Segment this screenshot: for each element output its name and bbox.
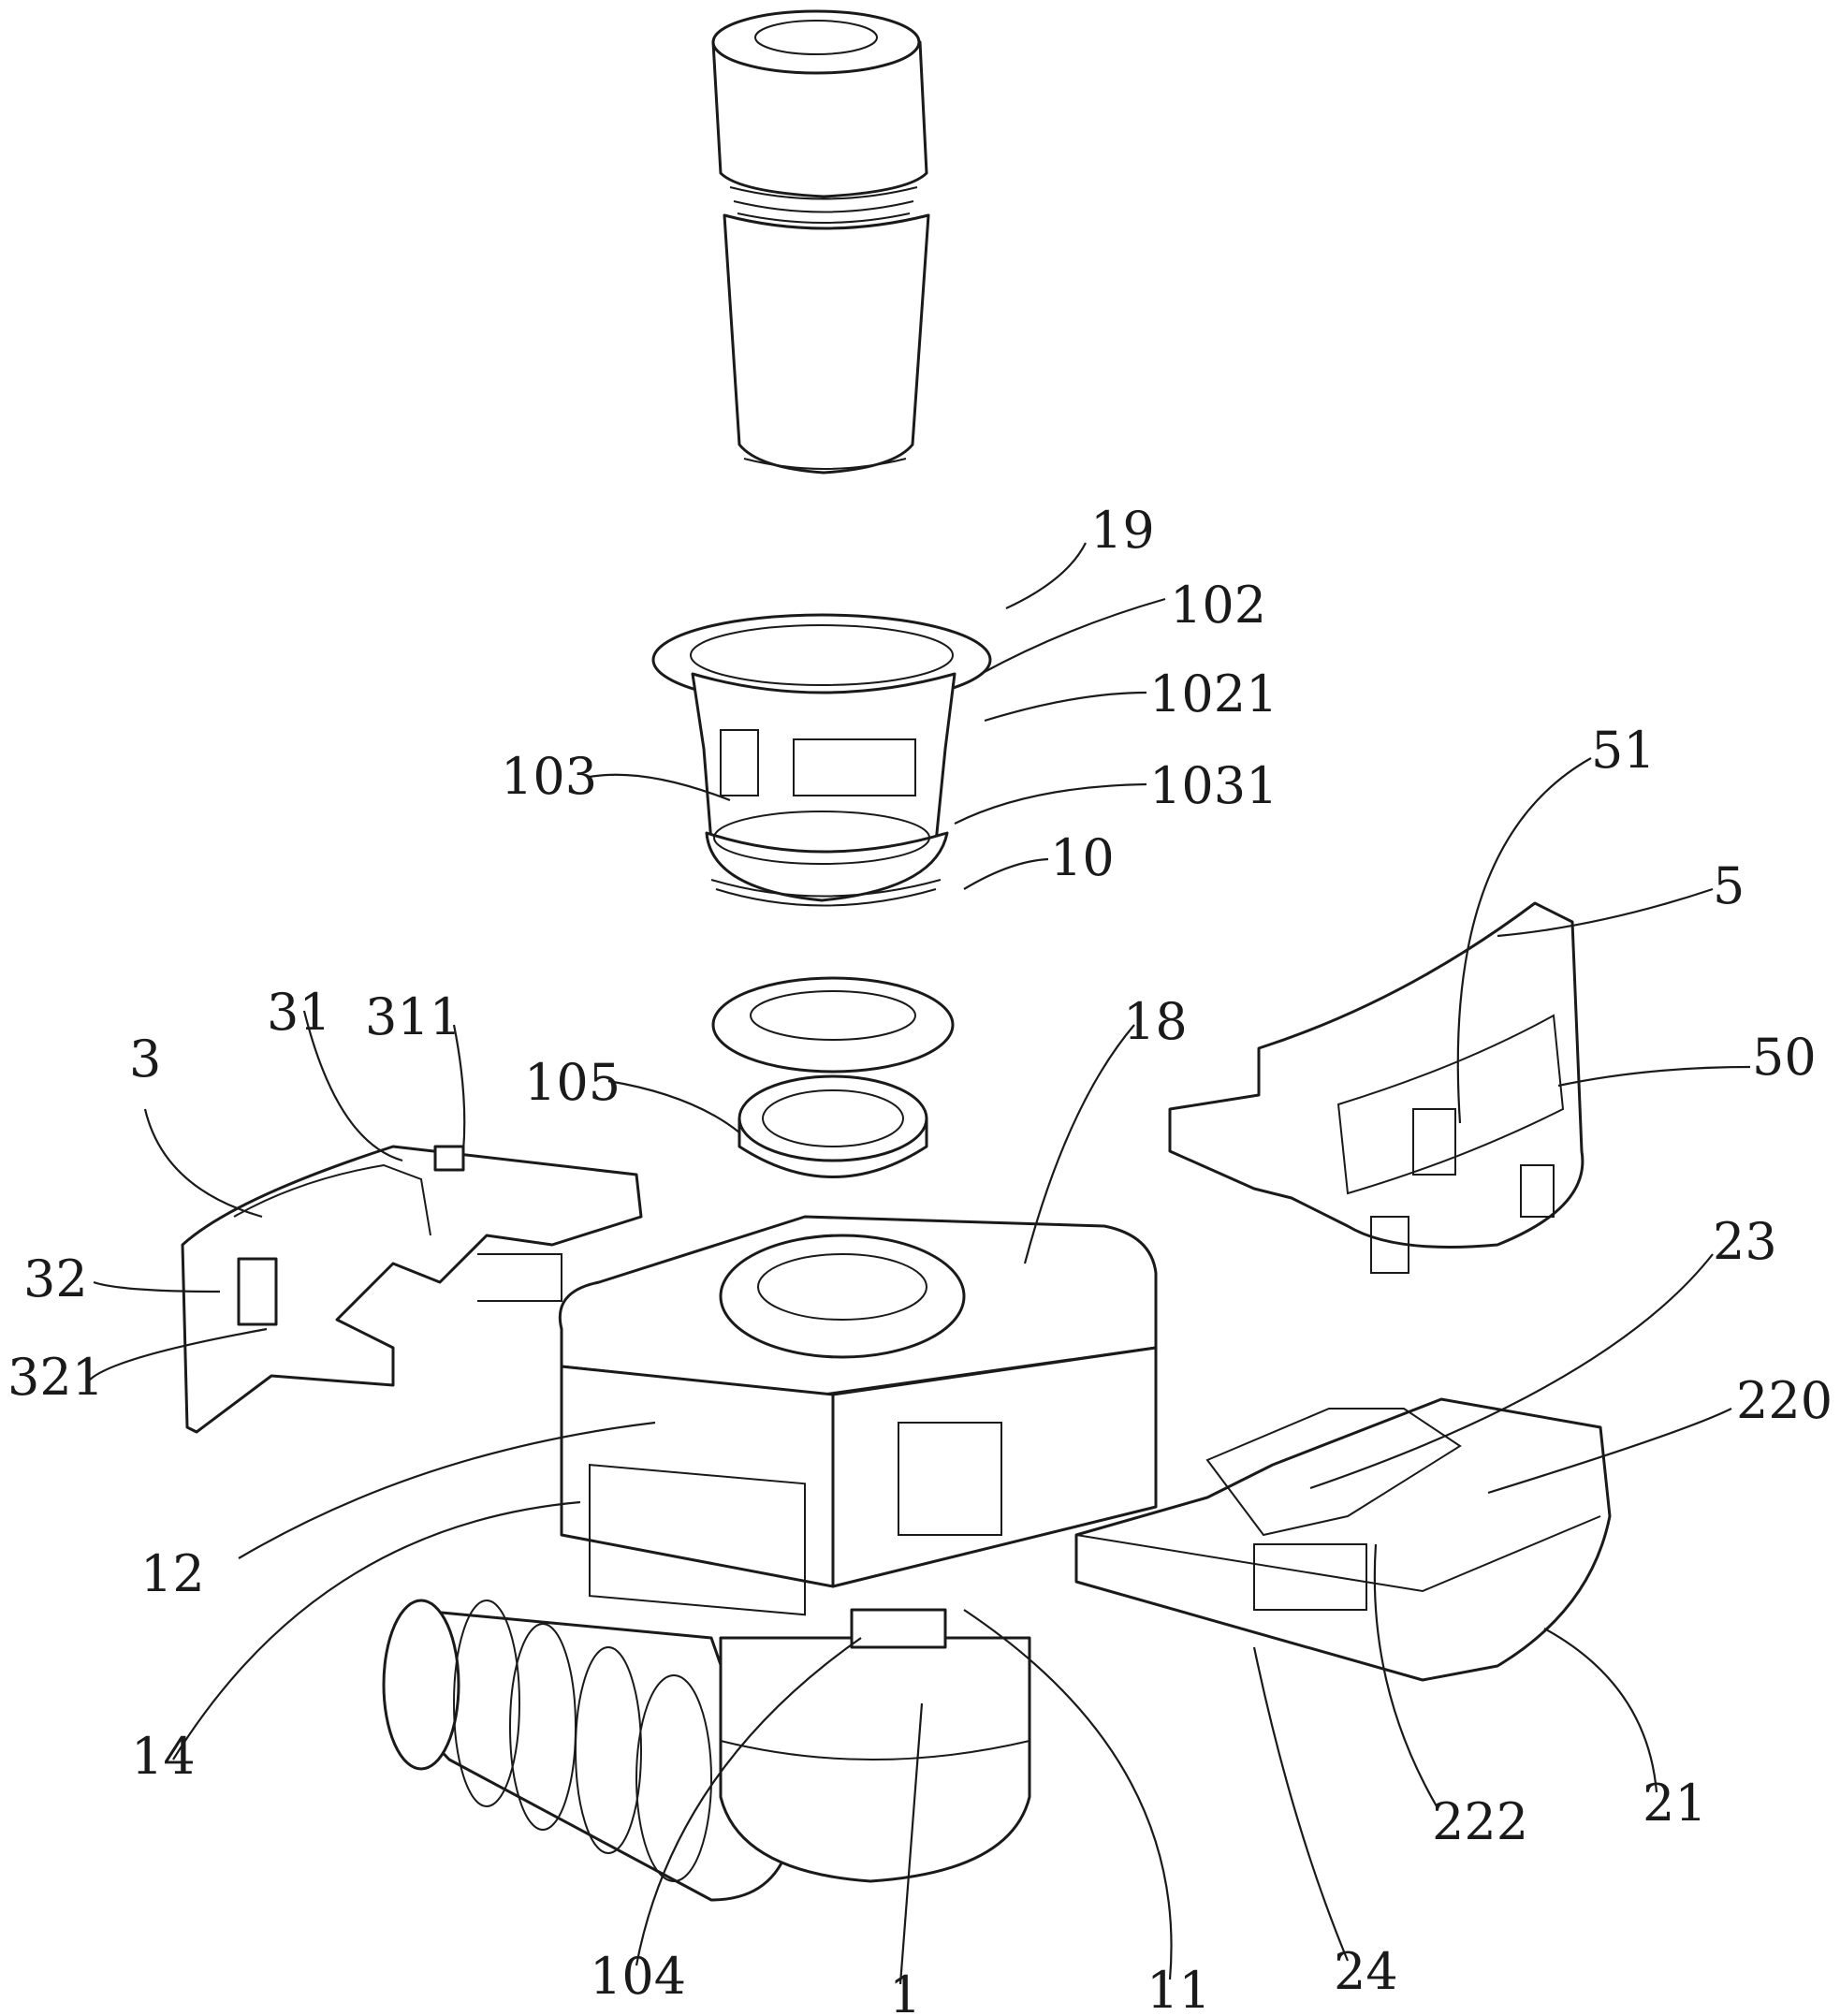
label-1021: 1021	[1149, 665, 1278, 723]
label-21: 21	[1643, 1774, 1707, 1833]
o-ring-inner	[750, 990, 916, 1041]
leader-lines	[88, 542, 1751, 1985]
label-1: 1	[889, 1965, 921, 2016]
label-18: 18	[1123, 992, 1188, 1051]
label-24: 24	[1334, 1942, 1398, 2001]
cover-5-part	[1168, 901, 1584, 1274]
label-321: 321	[7, 1348, 104, 1407]
housing-part	[382, 1215, 1158, 1902]
label-5: 5	[1713, 856, 1745, 915]
label-32: 32	[23, 1249, 88, 1308]
label-50: 50	[1752, 1028, 1817, 1087]
label-311: 311	[365, 987, 461, 1046]
label-14: 14	[131, 1727, 196, 1786]
reference-labels: 19 102 1021 103 1031 10 51 5 50 3 31 311…	[7, 501, 1833, 2016]
label-1031: 1031	[1149, 756, 1278, 815]
label-105: 105	[524, 1053, 621, 1112]
label-103: 103	[501, 747, 597, 806]
label-102: 102	[1170, 576, 1266, 635]
seal-105-part	[737, 1074, 928, 1178]
label-23: 23	[1713, 1212, 1777, 1271]
clip-3-part	[181, 1145, 643, 1434]
label-10: 10	[1050, 828, 1115, 887]
tube-part	[711, 9, 930, 475]
label-104: 104	[590, 1947, 686, 2006]
spool-part	[651, 613, 992, 907]
label-222: 222	[1432, 1792, 1528, 1851]
label-11: 11	[1146, 1961, 1211, 2016]
label-12: 12	[140, 1544, 205, 1603]
label-31: 31	[267, 983, 331, 1042]
o-ring-part	[711, 976, 955, 1074]
label-3: 3	[129, 1030, 161, 1088]
label-51: 51	[1591, 721, 1656, 780]
label-19: 19	[1090, 501, 1155, 560]
slider-21-part	[1074, 1397, 1612, 1682]
label-220: 220	[1736, 1371, 1833, 1430]
